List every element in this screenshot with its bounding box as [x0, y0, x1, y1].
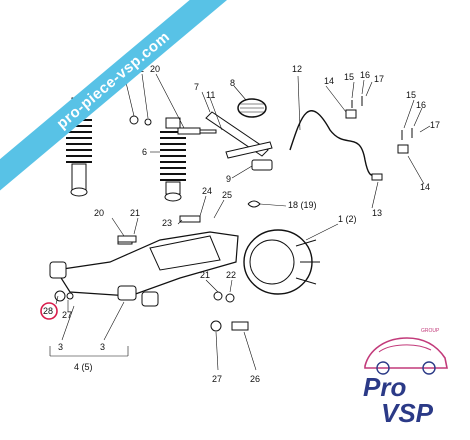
shock-absorber-center [160, 117, 186, 202]
brake-drum [243, 229, 320, 295]
callout-14b: 14 [420, 182, 430, 192]
logo-line1: Pro [363, 372, 407, 402]
callout-23: 23 [162, 218, 172, 228]
callout-28: 28 [43, 306, 53, 316]
callout-18: 18 (19) [288, 200, 317, 210]
callout-20: 20 [150, 64, 160, 74]
callout-3b: 3 [100, 342, 105, 352]
callout-8: 8 [230, 78, 235, 88]
callout-9: 9 [226, 174, 231, 184]
callout-17a: 17 [374, 74, 384, 84]
callout-16b: 16 [416, 100, 426, 110]
callout-24: 24 [202, 186, 212, 196]
provsp-logo: GROUP Pro VSP [355, 322, 455, 432]
callout-14a: 14 [324, 76, 334, 86]
callout-12: 12 [292, 64, 302, 74]
callout-21c: 21 [200, 270, 210, 280]
callout-7: 7 [194, 82, 199, 92]
callout-27b: 27 [212, 374, 222, 384]
callout-22b: 22 [226, 270, 236, 280]
callout-11: 11 [206, 90, 215, 100]
callout-13: 13 [372, 208, 382, 218]
callout-25: 25 [222, 190, 232, 200]
callout-27a: 27 [62, 310, 72, 320]
callout-4: 4 (5) [74, 362, 93, 372]
car-outline-icon [364, 337, 448, 375]
logo-line2: VSP [381, 398, 434, 428]
callout-21b: 21 [130, 208, 140, 218]
handbrake-cable [289, 110, 381, 181]
lower-bolts [54, 215, 249, 332]
clip-part [247, 200, 261, 208]
handbrake-assembly [205, 98, 273, 171]
callout-3a: 3 [58, 342, 63, 352]
rear-subframe [49, 231, 239, 307]
callout-16a: 16 [360, 70, 370, 80]
cable-clips [345, 96, 413, 181]
callout-26: 26 [250, 374, 260, 384]
callout-15b: 15 [406, 90, 416, 100]
callout-20b: 20 [94, 208, 104, 218]
callout-6: 6 [142, 147, 147, 157]
callout-1: 1 (2) [338, 214, 357, 224]
callout-15a: 15 [344, 72, 354, 82]
callout-17b: 17 [430, 120, 440, 130]
logo-group-text: GROUP [421, 328, 440, 334]
highlight-ring-28 [40, 302, 58, 320]
